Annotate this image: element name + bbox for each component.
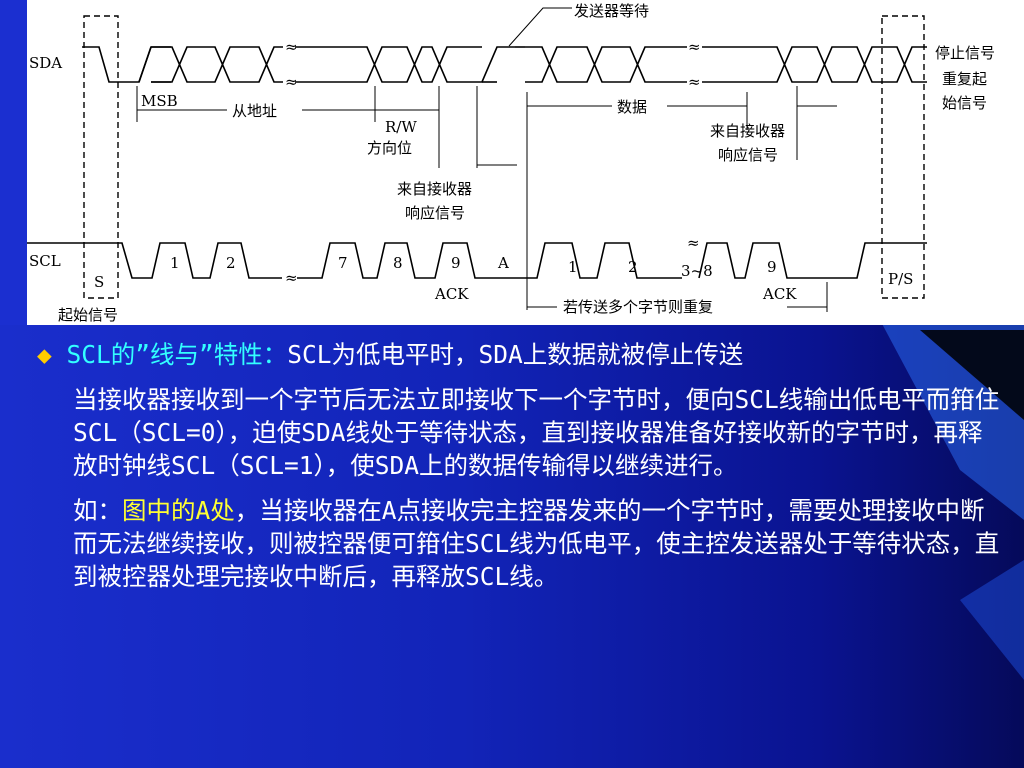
stop-signal-label: 停止信号 [935, 44, 995, 62]
ack-from-receiver-right-label-line1: 来自接收器 [710, 122, 785, 140]
ack-from-receiver-label-line2: 响应信号 [405, 204, 465, 222]
svg-text:≈: ≈ [687, 234, 700, 252]
clock-pulse-label: 8 [393, 254, 403, 272]
scl-wired-and-text: SCL为低电平时，SDA上数据就被停止传送 [287, 340, 744, 369]
stop-condition-box [881, 15, 925, 299]
svg-text:≈: ≈ [285, 269, 298, 287]
repeat-bytes-label: 若传送多个字节则重复 [563, 298, 713, 316]
data-label: 数据 [617, 98, 647, 116]
diamond-bullet-icon: ◆ [37, 340, 52, 369]
ack-right-label: ACK [762, 285, 797, 303]
sda-label: SDA [29, 54, 62, 72]
scl-wired-and-title: SCL的”线与”特性： [66, 340, 288, 369]
paragraph-example: 如：图中的A处，当接收器在A点接收完主控器发来的一个字节时，需要处理接收中断而无… [37, 494, 1003, 593]
ack-from-receiver-label-line1: 来自接收器 [397, 180, 472, 198]
clock-pulse-label: 9 [451, 254, 461, 272]
clock-pulse-label: 9 [767, 258, 777, 276]
example-text: ，当接收器在A点接收完主控器发来的一个字节时，需要处理接收中断而无法继续接收，则… [73, 496, 1000, 591]
start-signal-label: 起始信号 [58, 306, 118, 324]
example-highlight: 图中的A处 [122, 496, 235, 525]
clock-pulse-label: 7 [338, 254, 348, 272]
point-a-label: A [497, 254, 509, 272]
stop-ps-label: P/S [888, 270, 913, 288]
slide-body: ◆ SCL的”线与”特性：SCL为低电平时，SDA上数据就被停止传送 当接收器接… [37, 338, 1003, 605]
svg-text:≈: ≈ [285, 38, 298, 56]
clock-pulse-label: 3~8 [681, 262, 713, 280]
sender-wait-label: 发送器等待 [574, 2, 649, 20]
receiver-hold-text: 当接收器接收到一个字节后无法立即接收下一个字节时，便向SCL线输出低电平而箝住S… [73, 385, 1000, 480]
svg-text:≈: ≈ [688, 73, 701, 91]
ack-from-receiver-right-label-line2: 响应信号 [718, 146, 778, 164]
start-condition-box [83, 15, 119, 299]
slave-address-label: 从地址 [232, 102, 277, 120]
clock-pulse-label: 2 [628, 258, 638, 276]
i2c-timing-diagram: ≈ ≈ ≈ ≈ ≈ ≈ SDA SCL 发送器等待 停止信号 重复起 始信号 M [27, 0, 1024, 325]
paragraph-receiver-hold: 当接收器接收到一个字节后无法立即接收下一个字节时，便向SCL线输出低电平而箝住S… [37, 383, 1003, 482]
left-strip [0, 0, 27, 325]
clock-pulse-label: 2 [226, 254, 236, 272]
scl-label: SCL [29, 252, 61, 270]
start-s-label: S [94, 273, 104, 291]
ack-left-label: ACK [434, 285, 469, 303]
repeat-start-label-line1: 重复起 [942, 70, 987, 88]
rw-label: R/W [385, 118, 417, 136]
clock-pulse-label: 1 [568, 258, 578, 276]
direction-bit-label: 方向位 [367, 139, 412, 157]
svg-text:≈: ≈ [285, 73, 298, 91]
paragraph-scl-wired-and: ◆ SCL的”线与”特性：SCL为低电平时，SDA上数据就被停止传送 [37, 338, 1003, 371]
svg-text:≈: ≈ [688, 38, 701, 56]
example-lead: 如： [73, 496, 122, 525]
clock-pulse-label: 1 [170, 254, 180, 272]
scl-waveform: ≈ ≈ [27, 234, 927, 287]
repeat-start-label-line2: 始信号 [942, 94, 987, 112]
msb-label: MSB [141, 92, 178, 110]
sda-waveform: ≈ ≈ ≈ ≈ [82, 38, 927, 91]
